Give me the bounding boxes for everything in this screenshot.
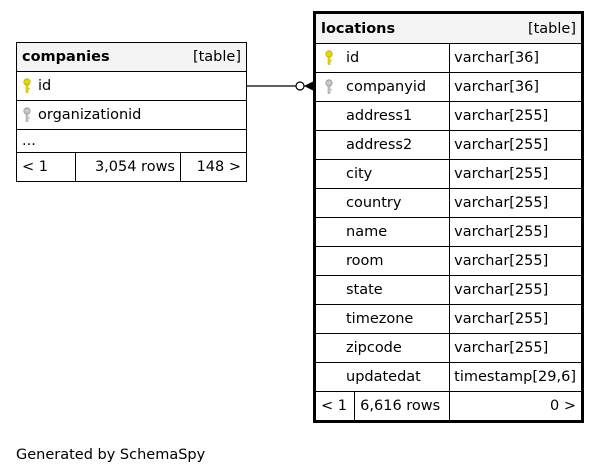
column-name: country — [346, 195, 402, 211]
column-name-cell[interactable]: companyid — [313, 72, 451, 102]
column-row[interactable]: city varchar[255] — [313, 159, 583, 189]
table-name: companies — [22, 49, 110, 65]
column-type: varchar[36] — [449, 72, 583, 102]
column-row[interactable]: room varchar[255] — [313, 246, 583, 276]
column-row[interactable]: id varchar[36] — [313, 43, 583, 73]
footer-next[interactable]: 148 > — [180, 152, 247, 182]
column-row[interactable]: id — [16, 71, 247, 101]
companies-table[interactable]: companies [table] id organizationid ... … — [16, 42, 247, 182]
column-row[interactable]: state varchar[255] — [313, 275, 583, 305]
column-name-cell[interactable]: city — [313, 159, 451, 189]
column-type: timestamp[29,6] — [449, 362, 583, 392]
column-type: varchar[36] — [449, 43, 583, 73]
column-type: varchar[255] — [449, 304, 583, 334]
column-name: updatedat — [346, 369, 421, 385]
column-name: id — [346, 50, 360, 66]
primary-key-icon — [324, 50, 334, 66]
column-name: timezone — [346, 311, 414, 327]
column-type: varchar[255] — [449, 333, 583, 363]
column-row[interactable]: address1 varchar[255] — [313, 101, 583, 131]
column-row[interactable]: address2 varchar[255] — [313, 130, 583, 160]
foreign-key-icon — [324, 79, 334, 95]
column-name: city — [346, 166, 373, 182]
column-name: room — [346, 253, 384, 269]
column-name-cell[interactable]: address1 — [313, 101, 451, 131]
column-type: varchar[255] — [449, 275, 583, 305]
column-name: name — [346, 224, 388, 240]
column-name: companyid — [346, 79, 427, 95]
column-name: address1 — [346, 108, 413, 124]
foreign-key-icon — [22, 107, 32, 123]
column-name-cell[interactable]: zipcode — [313, 333, 451, 363]
column-row[interactable]: country varchar[255] — [313, 188, 583, 218]
column-row[interactable]: name varchar[255] — [313, 217, 583, 247]
table-name: locations — [321, 20, 396, 37]
column-type: varchar[255] — [449, 101, 583, 131]
column-name: id — [38, 78, 52, 94]
column-name-cell[interactable]: id — [313, 43, 451, 73]
footer-prev[interactable]: < 1 — [313, 391, 356, 422]
column-name-cell[interactable]: timezone — [313, 304, 451, 334]
zero-cardinality-marker — [295, 81, 305, 91]
column-type: varchar[255] — [449, 130, 583, 160]
column-row[interactable]: organizationid — [16, 100, 247, 130]
footer-next[interactable]: 0 > — [449, 391, 583, 422]
column-name-cell[interactable]: updatedat — [313, 362, 451, 392]
column-type: varchar[255] — [449, 188, 583, 218]
column-type: varchar[255] — [449, 217, 583, 247]
column-name: state — [346, 282, 383, 298]
footer-rows: 3,054 rows — [75, 152, 181, 182]
footer-prev[interactable]: < 1 — [16, 152, 76, 182]
locations-header[interactable]: locations [table] — [314, 12, 583, 44]
column-name: address2 — [346, 137, 413, 153]
more-columns: ... — [16, 129, 247, 153]
footer-rows: 6,616 rows — [354, 391, 451, 422]
column-row[interactable]: companyid varchar[36] — [313, 72, 583, 102]
column-name: organizationid — [38, 107, 142, 123]
generator-credit: Generated by SchemaSpy — [16, 447, 206, 463]
column-row[interactable]: zipcode varchar[255] — [313, 333, 583, 363]
column-name: zipcode — [346, 340, 402, 356]
column-name-cell[interactable]: name — [313, 217, 451, 247]
column-name-cell[interactable]: state — [313, 275, 451, 305]
column-type: varchar[255] — [449, 159, 583, 189]
table-kind: [table] — [527, 20, 576, 37]
primary-key-icon — [22, 78, 32, 94]
column-type: varchar[255] — [449, 246, 583, 276]
column-name-cell[interactable]: country — [313, 188, 451, 218]
table-kind: [table] — [192, 49, 241, 65]
companies-header[interactable]: companies [table] — [16, 42, 247, 72]
column-name-cell[interactable]: address2 — [313, 130, 451, 160]
column-row[interactable]: updatedat timestamp[29,6] — [313, 362, 583, 392]
column-name-cell[interactable]: room — [313, 246, 451, 276]
column-row[interactable]: timezone varchar[255] — [313, 304, 583, 334]
